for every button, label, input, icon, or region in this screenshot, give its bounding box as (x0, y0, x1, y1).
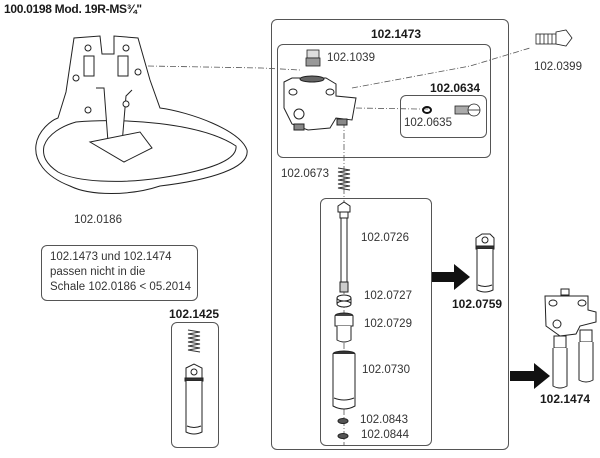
seal-leader (355, 107, 433, 110)
bowl-icon (35, 35, 248, 194)
small-washer-1-icon (337, 418, 349, 424)
double-valve-icon (544, 288, 597, 389)
stem-icon (337, 201, 351, 293)
label-bowl: 102.0186 (74, 214, 122, 226)
washer-icon (336, 294, 352, 308)
kit-sleeve-icon (184, 363, 204, 435)
note-line-3: Schale 102.0186 < 05.2014 (50, 281, 191, 293)
arrow-to-double-valve-icon (510, 363, 550, 389)
label-double-valve: 102.1474 (540, 392, 591, 406)
bowl-to-valve-leader (147, 65, 301, 71)
compatibility-note: 102.1473 und 102.1474 passen nicht in di… (41, 245, 198, 301)
note-line-2: passen nicht in die (50, 266, 146, 278)
screw-icon (535, 29, 573, 47)
label-washer: 102.0727 (364, 290, 412, 302)
spring-icon (337, 167, 351, 191)
spring-sleeve-kit-box (171, 322, 219, 448)
note-line-1: 102.1473 und 102.1474 (50, 251, 172, 263)
valve-body-box (277, 44, 491, 158)
sleeve-icon (332, 350, 356, 410)
valve-body-icon (283, 75, 357, 131)
label-small-washer-2: 102.0844 (361, 429, 409, 441)
kit-spring-icon (187, 329, 201, 353)
o-ring-icon (422, 106, 432, 114)
seal-plug-icon (454, 103, 481, 117)
label-sleeve: 102.0730 (362, 364, 410, 376)
label-screw: 102.0399 (534, 61, 582, 73)
plug-icon (305, 49, 321, 67)
valve-assembly-outer-box (271, 19, 509, 450)
small-washer-2-icon (337, 433, 349, 439)
label-spring: 102.0673 (281, 168, 329, 180)
label-small-washer-1: 102.0843 (360, 414, 408, 426)
label-stem: 102.0726 (361, 232, 409, 244)
arrow-to-valve-complete-icon (432, 264, 470, 290)
label-plug: 102.1039 (327, 52, 375, 64)
label-valve-assembly: 102.1473 (371, 27, 422, 41)
label-o-ring: 102.0635 (404, 117, 452, 129)
nut-icon (334, 312, 354, 343)
seal-set-box (400, 95, 487, 138)
valve-internals-box (320, 198, 432, 446)
label-seal-set: 102.0634 (430, 81, 481, 95)
label-spring-sleeve-kit: 102.1425 (169, 307, 220, 321)
label-nut: 102.0729 (364, 318, 412, 330)
label-valve-complete: 102.0759 (452, 297, 503, 311)
diagram-title: 100.0198 Mod. 19R-MS¾" (4, 2, 142, 16)
valve-complete-icon (475, 233, 495, 293)
